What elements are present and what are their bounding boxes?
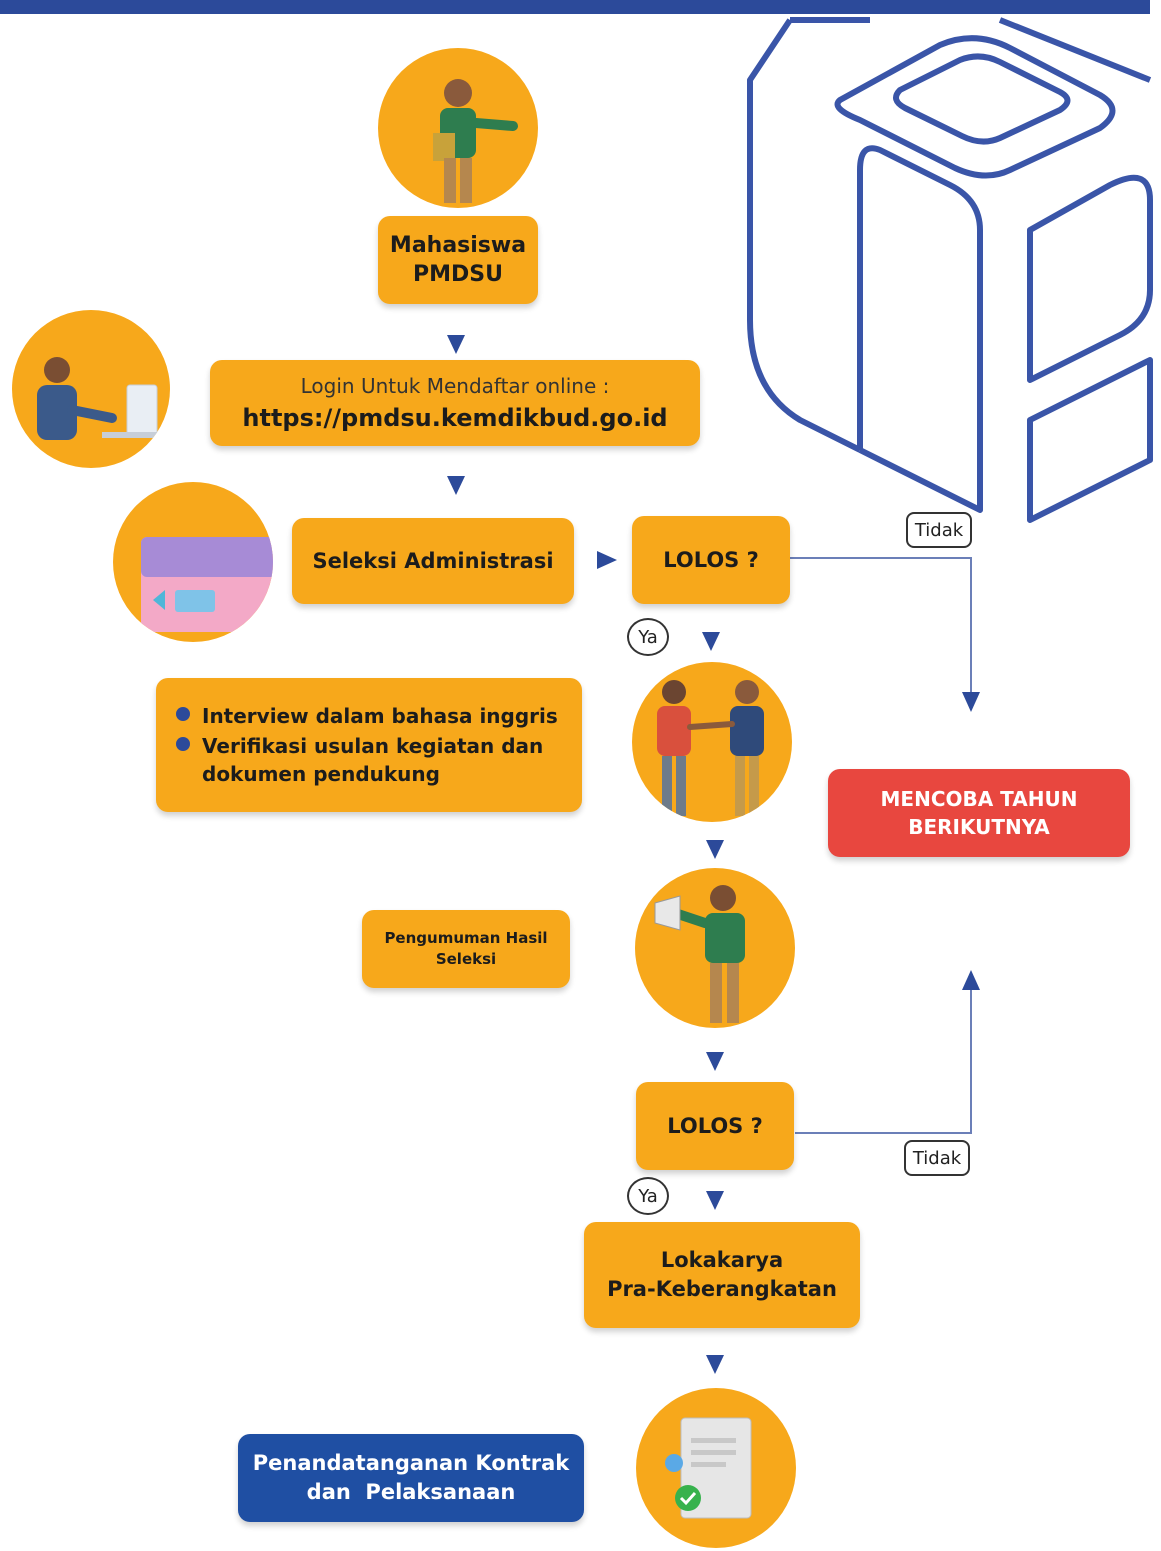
node-mahasiswa-line-2: PMDSU <box>413 262 503 287</box>
arrow-down-mencoba <box>962 692 980 712</box>
edge-label-ya-1: Ya <box>627 618 669 656</box>
node-seleksi-administrasi: Seleksi Administrasi <box>292 518 574 604</box>
student-figure-icon <box>433 79 518 203</box>
edge-label-tidak-1: Tidak <box>906 512 972 548</box>
node-login: Login Untuk Mendaftar online : https://p… <box>210 360 700 446</box>
laptop-user-icon <box>37 357 162 440</box>
arrow-down-1 <box>447 335 465 354</box>
node-lolos-2: LOLOS ? <box>636 1082 794 1170</box>
interview-bullet-list: Interview dalam bahasa inggris Verifikas… <box>176 700 562 790</box>
mencoba-line-2: BERIKUTNYA <box>908 815 1050 839</box>
seleksi-administrasi-label: Seleksi Administrasi <box>312 549 554 573</box>
interview-item-2: Verifikasi usulan kegiatan dan dokumen p… <box>202 734 544 786</box>
browser-window-circle <box>113 482 273 642</box>
bullet-dot-icon <box>176 707 190 721</box>
connector-tidak-2 <box>795 990 972 1134</box>
node-mahasiswa-pmdsu: Mahasiswa PMDSU <box>378 216 538 304</box>
kontrak-line-2: dan Pelaksanaan <box>306 1480 516 1504</box>
connector-tidak-1 <box>790 557 972 692</box>
node-pengumuman: Pengumuman Hasil Seleksi <box>362 910 570 988</box>
arrow-down-4 <box>706 840 724 859</box>
arrow-down-5 <box>706 1052 724 1071</box>
node-lokakarya: Lokakarya Pra-Keberangkatan <box>584 1222 860 1328</box>
document-check-icon <box>665 1417 752 1519</box>
edge-label-ya-2: Ya <box>627 1177 669 1215</box>
two-people-handshake-icon <box>657 680 764 816</box>
arrow-down-6 <box>706 1191 724 1210</box>
student-avatar-circle <box>378 48 538 208</box>
interview-item-1: Interview dalam bahasa inggris <box>202 704 558 728</box>
pengumuman-line-2: Seleksi <box>435 950 497 968</box>
arrow-up-mencoba <box>962 970 980 990</box>
node-mencoba-tahun-berikutnya: MENCOBA TAHUN BERIKUTNYA <box>828 769 1130 857</box>
mencoba-line-1: MENCOBA TAHUN <box>880 787 1078 811</box>
node-interview: Interview dalam bahasa inggris Verifikas… <box>156 678 582 812</box>
top-border-bar <box>0 0 1150 14</box>
arrow-down-2 <box>447 476 465 495</box>
lokakarya-line-1: Lokakarya <box>660 1248 784 1272</box>
lolos-1-label: LOLOS ? <box>663 548 759 572</box>
megaphone-person-icon <box>654 885 745 1023</box>
edge-label-tidak-2: Tidak <box>904 1140 970 1176</box>
announcement-circle <box>635 868 795 1028</box>
browser-window-icon <box>141 537 273 632</box>
node-penandatanganan-kontrak: Penandatanganan Kontrak dan Pelaksanaan <box>238 1434 584 1522</box>
interview-circle <box>632 662 792 822</box>
laptop-user-circle <box>12 310 170 468</box>
lolos-2-label: LOLOS ? <box>667 1114 763 1138</box>
login-url: https://pmdsu.kemdikbud.go.id <box>242 404 668 432</box>
login-caption: Login Untuk Mendaftar online : <box>300 374 610 398</box>
kontrak-line-1: Penandatanganan Kontrak <box>252 1451 570 1475</box>
bullet-dot-icon <box>176 737 190 751</box>
contract-circle <box>636 1388 796 1548</box>
arrow-down-7 <box>706 1355 724 1374</box>
arrow-down-3 <box>702 632 720 651</box>
arrow-right-1 <box>597 551 617 569</box>
node-mahasiswa-line-1: Mahasiswa <box>389 233 527 258</box>
lokakarya-line-2: Pra-Keberangkatan <box>607 1277 837 1301</box>
node-lolos-1: LOLOS ? <box>632 516 790 604</box>
interview-bullet-item: Interview dalam bahasa inggris <box>176 702 562 730</box>
interview-bullet-item: Verifikasi usulan kegiatan dan dokumen p… <box>176 732 562 788</box>
pengumuman-line-1: Pengumuman Hasil <box>384 929 548 947</box>
